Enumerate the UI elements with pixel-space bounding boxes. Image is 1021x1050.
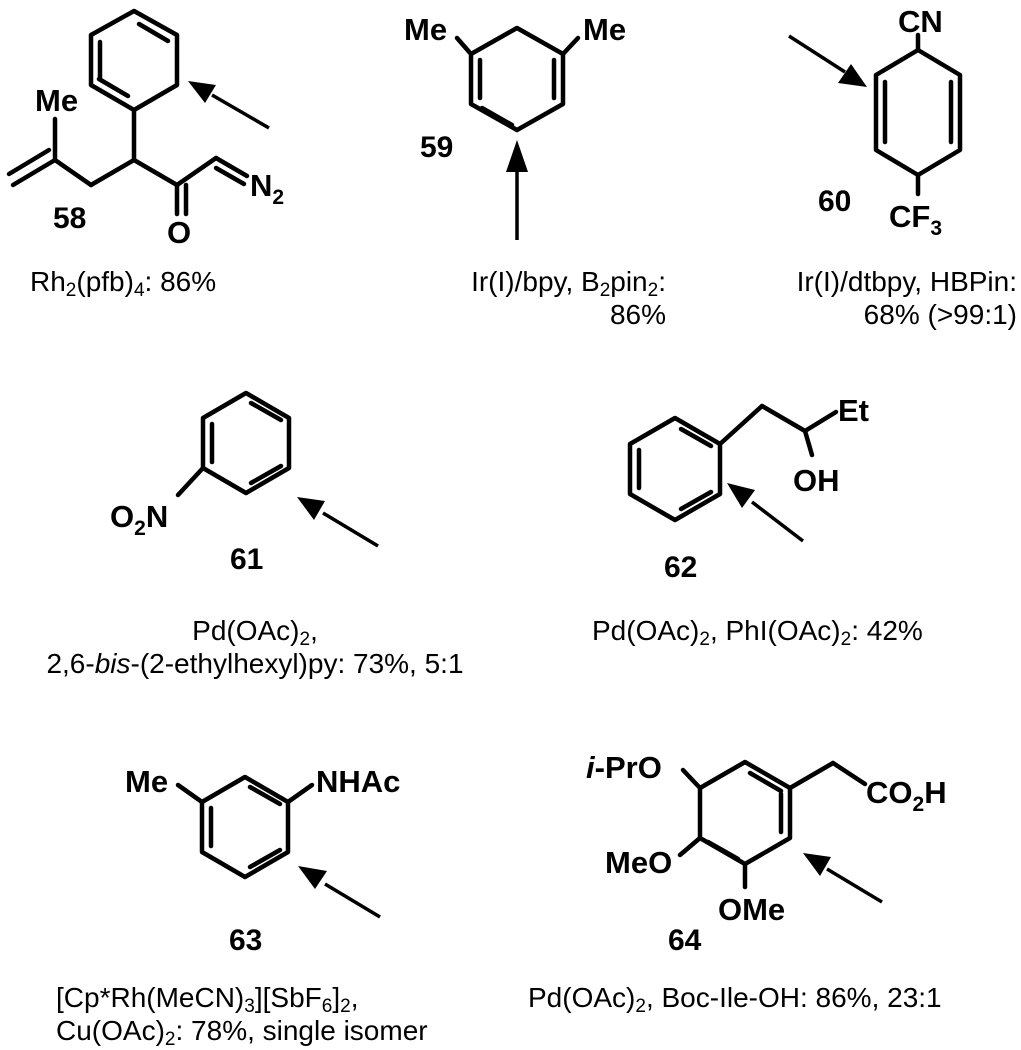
compound-number-63: 63 bbox=[229, 924, 262, 957]
methyl-label: Me bbox=[125, 764, 168, 799]
compound-62-structure bbox=[627, 403, 839, 543]
conditions-58: Rh2(pfb)4: 86% bbox=[30, 266, 217, 301]
methyl-left-label: Me bbox=[404, 12, 447, 47]
compound-64-structure bbox=[677, 759, 883, 904]
compound-number-64: 64 bbox=[668, 924, 702, 957]
conditions-59: Ir(I)/bpy, B2pin2: 86% bbox=[471, 266, 666, 330]
compound-number-60: 60 bbox=[818, 185, 851, 218]
methoxy-bottom-label: OMe bbox=[718, 892, 785, 927]
conditions-60: Ir(I)/dtbpy, HBPin: 68% (>99:1) bbox=[796, 266, 1017, 330]
compound-number-61: 61 bbox=[230, 543, 263, 576]
methyl-right-label: Me bbox=[583, 12, 626, 47]
acetamide-label: NHAc bbox=[316, 764, 400, 799]
compound-63-structure bbox=[175, 774, 381, 919]
conditions-64: Pd(OAc)2, Boc-Ile-OH: 86%, 23:1 bbox=[528, 982, 942, 1017]
isopropoxy-label: i-PrO bbox=[586, 750, 662, 785]
nitro-label: O2N bbox=[110, 499, 168, 540]
diazo-label: N2 bbox=[250, 168, 284, 209]
hydroxyl-label: OH bbox=[793, 463, 840, 498]
compound-60-structure bbox=[788, 32, 963, 197]
conditions-63: [Cp*Rh(MeCN)3][SbF6]2, Cu(OAc)2: 78%, si… bbox=[56, 982, 428, 1050]
compound-number-62: 62 bbox=[664, 551, 697, 584]
compound-58-structure bbox=[6, 8, 270, 217]
trifluoromethyl-label: CF3 bbox=[889, 199, 942, 240]
methyl-label: Me bbox=[35, 83, 78, 118]
compound-number-59: 59 bbox=[420, 131, 453, 164]
methoxy-left-label: MeO bbox=[605, 845, 672, 880]
conditions-61: Pd(OAc)2, 2,6-bis-(2-ethylhexyl)py: 73%,… bbox=[46, 615, 464, 679]
ethyl-label: Et bbox=[838, 393, 869, 428]
carboxylic-acid-label: CO2H bbox=[866, 775, 947, 816]
compound-61-structure bbox=[175, 390, 379, 548]
compound-number-58: 58 bbox=[53, 202, 86, 235]
compound-59-structure bbox=[454, 25, 581, 240]
nitrile-label: CN bbox=[898, 4, 943, 39]
conditions-62: Pd(OAc)2, PhI(OAc)2: 42% bbox=[592, 615, 923, 650]
carbonyl-oxygen-label: O bbox=[167, 215, 191, 250]
